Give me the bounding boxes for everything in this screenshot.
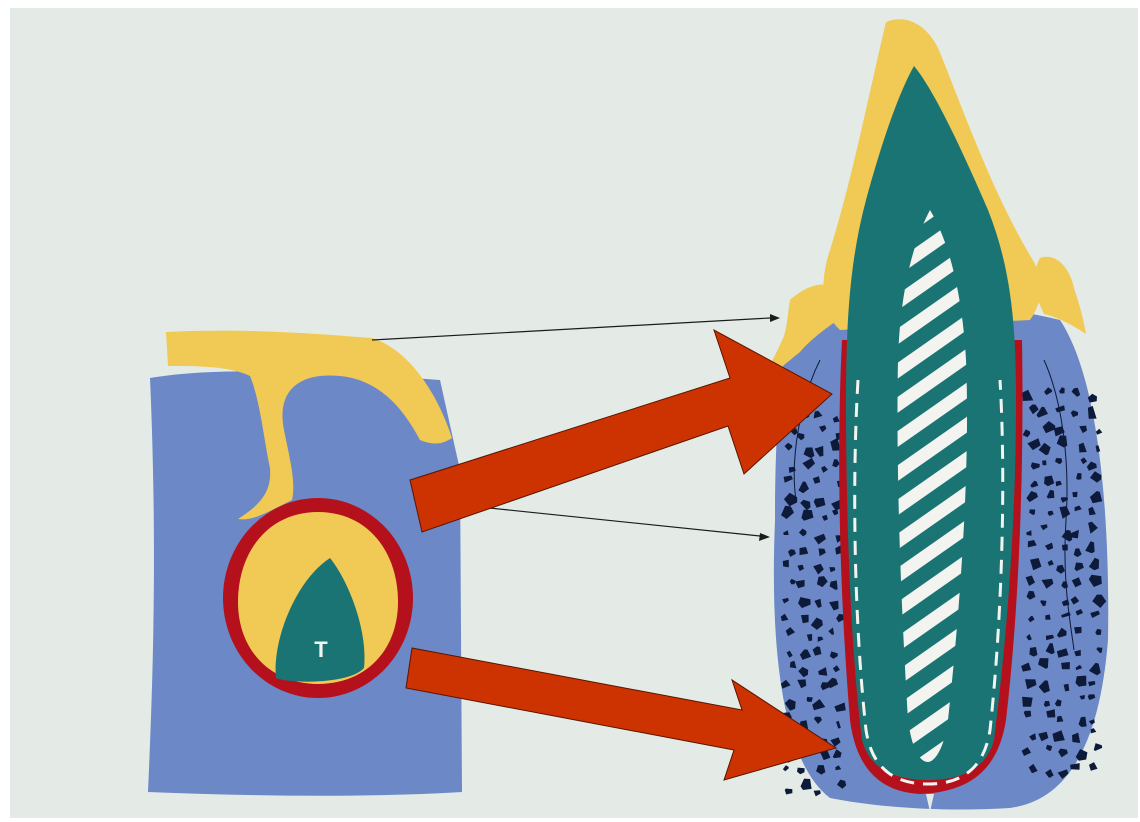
bone-particle bbox=[807, 697, 813, 702]
bone-particle bbox=[783, 560, 789, 568]
bone-particle bbox=[1061, 662, 1070, 669]
tooth-germ-label: T bbox=[314, 637, 328, 662]
bone-particle bbox=[1072, 492, 1077, 497]
tooth-germ-section: T bbox=[148, 331, 462, 796]
bone-particle bbox=[1074, 627, 1081, 634]
bone-particle bbox=[1042, 460, 1046, 465]
bone-particle bbox=[1022, 697, 1033, 707]
